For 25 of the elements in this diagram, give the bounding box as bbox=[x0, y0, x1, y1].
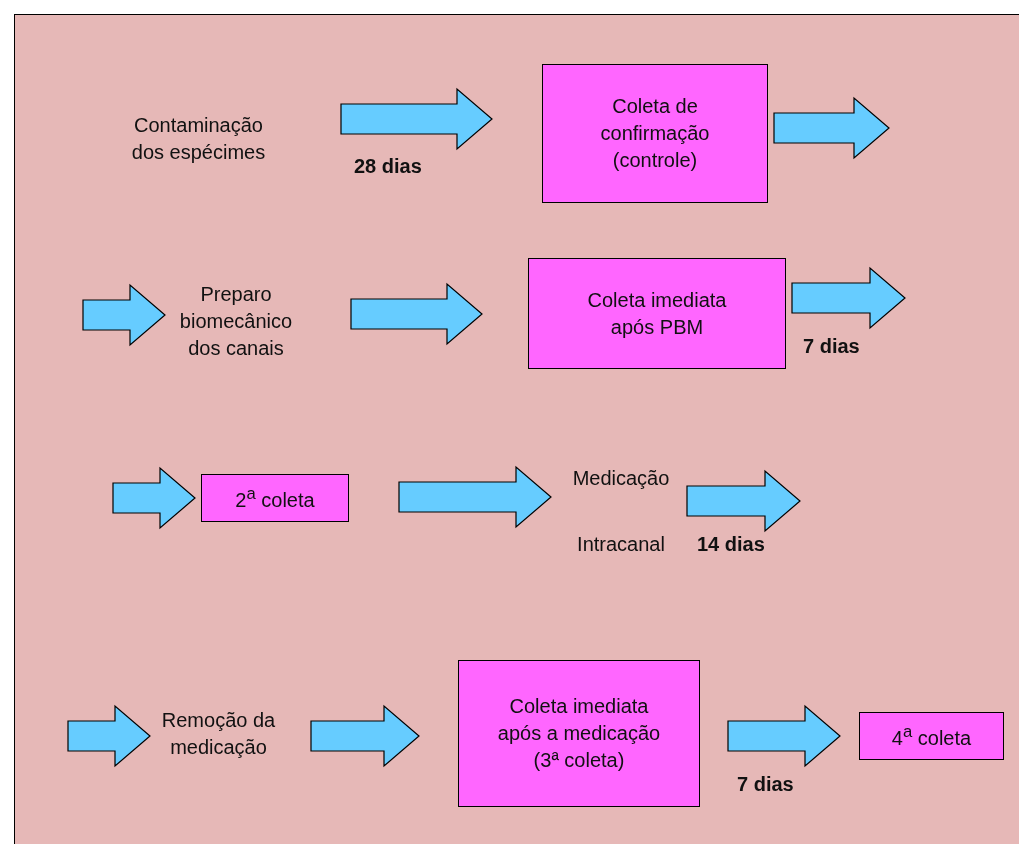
step-text: Contaminação dos espécimes bbox=[130, 113, 267, 165]
block-arrow bbox=[112, 466, 196, 530]
box-text: Coleta imediata após a medicação (3ª coleta) bbox=[496, 694, 662, 773]
block-arrow bbox=[686, 469, 801, 533]
collection-box bbox=[859, 712, 1004, 760]
block-arrow bbox=[773, 96, 890, 160]
collection-box bbox=[201, 474, 349, 522]
collection-box bbox=[458, 660, 700, 807]
box-text: 2$^{a}$ coleta bbox=[235, 482, 315, 513]
collection-box bbox=[542, 64, 768, 203]
block-arrow bbox=[727, 704, 841, 768]
block-arrow bbox=[350, 282, 483, 346]
box-text: Coleta de confirmação (controle) bbox=[599, 94, 711, 173]
box-text: 4$^{a}$ coleta bbox=[891, 720, 972, 751]
box-text: Coleta imediata após PBM bbox=[586, 287, 728, 340]
step-text: Medicação Intracanal bbox=[571, 466, 671, 557]
block-arrow bbox=[82, 283, 166, 347]
step-text: Preparo biomecânico dos canais bbox=[178, 281, 294, 361]
block-arrow bbox=[398, 465, 552, 529]
block-arrow bbox=[791, 266, 906, 330]
step-text: Remoção da medicação bbox=[160, 707, 277, 760]
block-arrow bbox=[67, 704, 151, 768]
block-arrow bbox=[340, 87, 493, 151]
block-arrow bbox=[310, 704, 420, 768]
collection-box bbox=[528, 258, 786, 369]
